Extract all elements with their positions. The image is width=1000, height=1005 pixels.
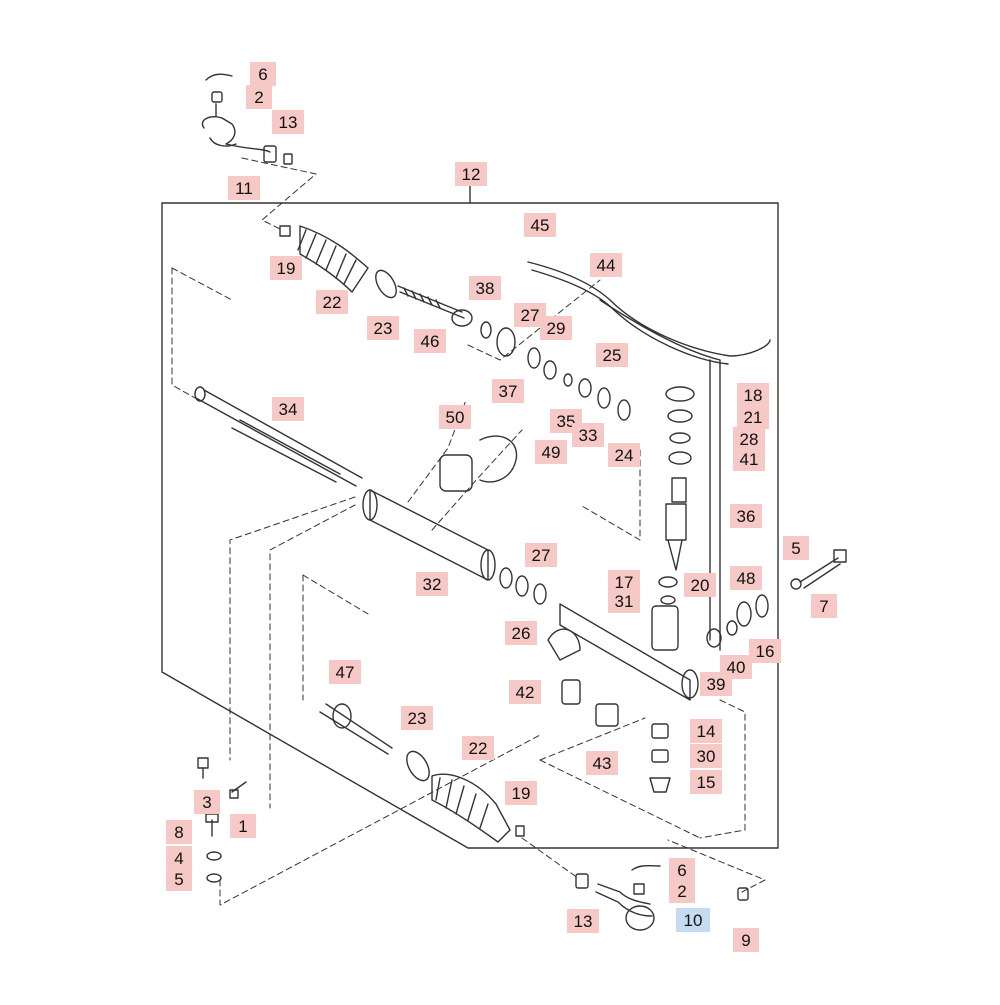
callout-5-right[interactable]: 5 [783,536,809,560]
callout-5-lower[interactable]: 5 [166,867,192,891]
callout-45[interactable]: 45 [524,213,556,237]
pinion-stack [658,386,695,605]
callout-39[interactable]: 39 [700,672,732,696]
bolt-7 [790,549,847,590]
callout-31[interactable]: 31 [608,589,640,613]
callout-13-top[interactable]: 13 [272,110,304,134]
callout-19-lower[interactable]: 19 [505,781,537,805]
callout-3[interactable]: 3 [194,790,220,814]
callout-16[interactable]: 16 [749,639,781,663]
callout-27-top[interactable]: 27 [514,303,546,327]
callout-44[interactable]: 44 [590,253,622,277]
callout-43[interactable]: 43 [586,751,618,775]
callout-50[interactable]: 50 [439,405,471,429]
callout-42[interactable]: 42 [509,680,541,704]
callout-23-top[interactable]: 23 [367,316,399,340]
callout-2-bottom[interactable]: 2 [669,879,695,903]
bolts-lower-left [197,757,247,883]
pinion-housing [547,603,699,701]
boot-upper [279,225,397,299]
callout-14[interactable]: 14 [690,719,722,743]
callout-22-lower[interactable]: 22 [462,736,494,760]
callout-38[interactable]: 38 [469,276,501,300]
callout-7[interactable]: 7 [811,594,837,618]
callout-22-top[interactable]: 22 [316,290,348,314]
callout-32[interactable]: 32 [416,572,448,596]
callout-33[interactable]: 33 [572,423,604,447]
callout-25[interactable]: 25 [596,343,628,367]
mount-bushings [561,679,619,727]
callout-27-lower[interactable]: 27 [525,543,557,567]
callout-29[interactable]: 29 [540,316,572,340]
assembly-frame [161,202,779,849]
inner-tie-rod-lower [319,703,393,755]
callout-34[interactable]: 34 [272,397,304,421]
callout-11[interactable]: 11 [228,176,260,200]
callout-6-top[interactable]: 6 [250,62,276,86]
callout-19-top[interactable]: 19 [270,256,302,280]
callout-9[interactable]: 9 [733,928,759,952]
callout-6-bottom[interactable]: 6 [669,858,695,882]
callout-49[interactable]: 49 [535,440,567,464]
seal-rings [480,321,769,648]
callout-37[interactable]: 37 [492,379,524,403]
inner-tie-rod-upper [397,285,473,327]
boot-lower [406,750,525,843]
rack-bar [194,386,363,487]
hydraulic-pipes [527,261,771,651]
callout-1[interactable]: 1 [230,814,256,838]
callout-4[interactable]: 4 [166,846,192,870]
callout-24[interactable]: 24 [608,443,640,467]
callout-18[interactable]: 18 [737,383,769,407]
mounting-clamp [439,435,518,492]
callout-21[interactable]: 21 [737,405,769,429]
callout-36[interactable]: 36 [730,504,762,528]
callout-13-bottom[interactable]: 13 [567,909,599,933]
tie-rod-end-top [201,73,293,165]
callout-12[interactable]: 12 [455,162,487,186]
callout-8[interactable]: 8 [166,820,192,844]
callout-48[interactable]: 48 [730,566,762,590]
callout-15[interactable]: 15 [690,770,722,794]
pinion-shaft [665,477,687,571]
callout-26[interactable]: 26 [505,621,537,645]
callout-46[interactable]: 46 [414,329,446,353]
callout-47[interactable]: 47 [329,660,361,684]
callout-30[interactable]: 30 [690,744,722,768]
callout-41[interactable]: 41 [733,447,765,471]
callout-20[interactable]: 20 [684,573,716,597]
callout-10-selected[interactable]: 10 [676,908,710,932]
nuts-lower [649,723,671,793]
callout-23-lower[interactable]: 23 [401,706,433,730]
guide-lines [171,157,766,906]
tie-rod-end-bottom [575,864,749,931]
callout-2-top[interactable]: 2 [246,85,272,109]
rack-housing [362,489,496,581]
